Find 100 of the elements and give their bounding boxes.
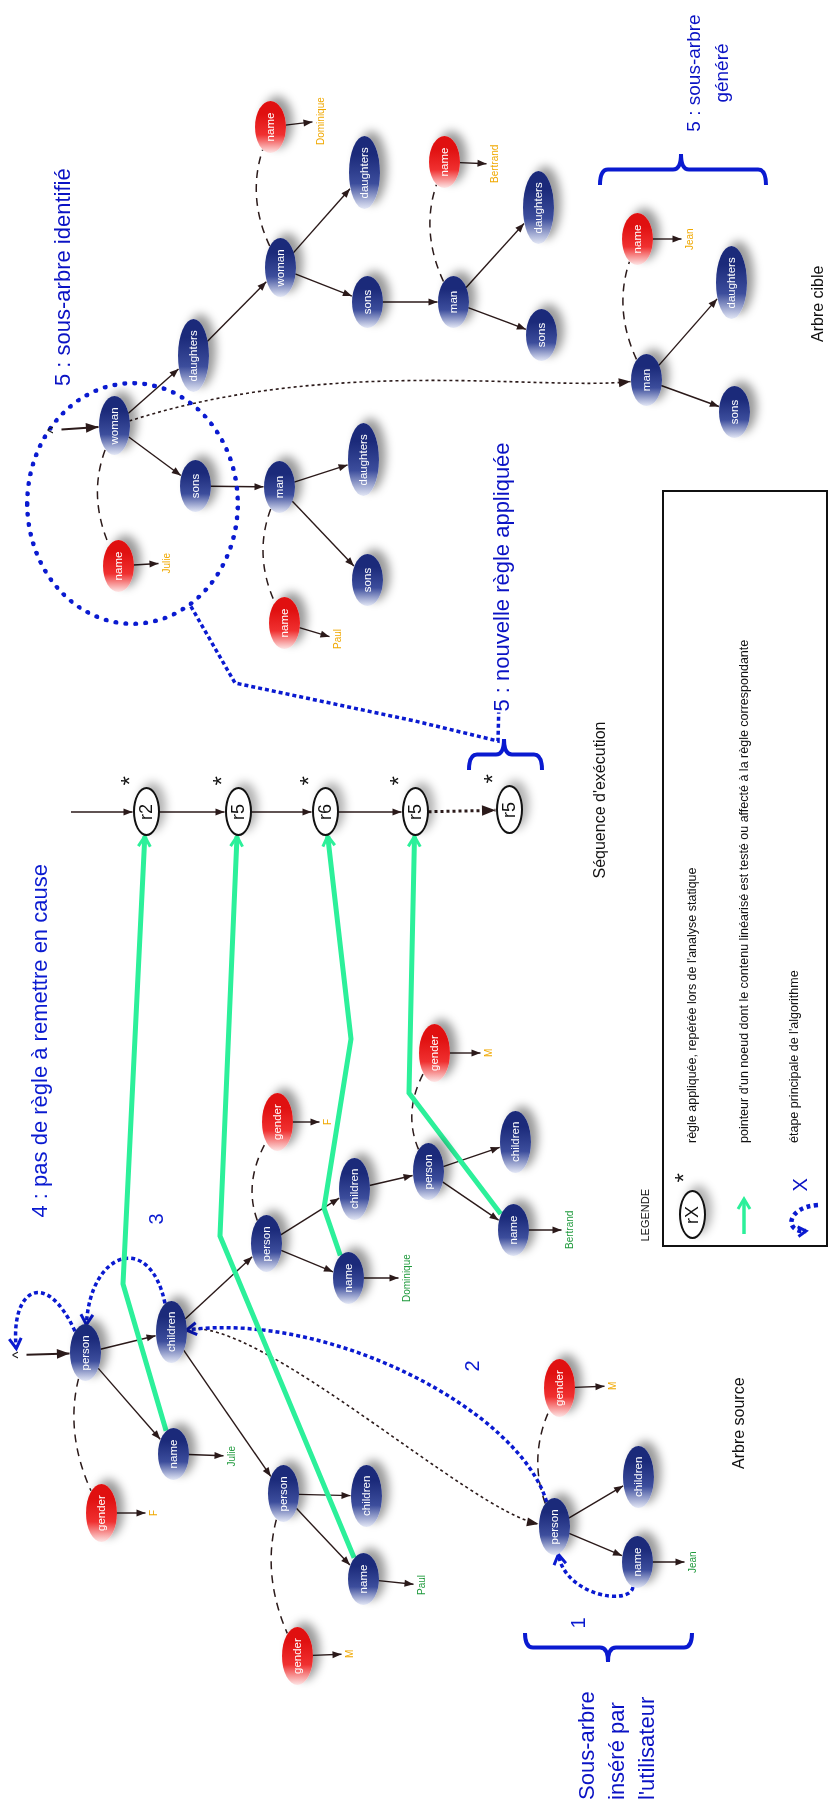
arrow (60, 422, 100, 433)
value-text: F (146, 1507, 160, 1518)
element-node: name (332, 1252, 364, 1304)
value-text: F (320, 1116, 334, 1127)
pointer-arrow (406, 835, 503, 1216)
element-node: daughters (348, 136, 380, 210)
element-node: man (437, 276, 469, 328)
arrow (280, 1249, 334, 1273)
attribute-node: gender (281, 1627, 313, 1685)
dashed-link (73, 1378, 92, 1492)
arrow (25, 1348, 71, 1359)
value-text: Dominique (399, 1252, 413, 1304)
arrow (99, 1334, 157, 1350)
element-node: daughters (177, 319, 209, 393)
arrow (284, 119, 314, 127)
value-text: M (605, 1379, 619, 1392)
element-node: daughters (715, 246, 747, 320)
attribute-node: name (428, 136, 460, 188)
root-marker: ^ (43, 424, 61, 436)
arrow (182, 1349, 272, 1478)
element-node: name (497, 1204, 529, 1256)
element-node: man (630, 354, 662, 406)
arrow (291, 1118, 321, 1126)
value-text: Bertrand (562, 1208, 576, 1251)
arrow (209, 483, 265, 491)
element-node: person (250, 1215, 282, 1273)
arrow (465, 222, 525, 289)
arrow (660, 384, 720, 408)
arrow (292, 188, 351, 254)
dashed-link (255, 149, 271, 247)
arrow (428, 805, 496, 816)
arrow (97, 1367, 161, 1440)
asterisk: * (298, 776, 318, 786)
arrow (658, 298, 718, 367)
pointer-arrow (321, 834, 354, 1257)
element-node: person (267, 1465, 299, 1523)
element-node: woman (98, 396, 130, 456)
step-arrow (553, 1552, 635, 1598)
element-node: woman (264, 238, 296, 298)
legend-step-mark: X (788, 1178, 812, 1192)
asterisk: * (388, 776, 408, 786)
asterisk: * (119, 776, 139, 786)
value-text: M (342, 1647, 356, 1660)
arrow (250, 808, 313, 816)
dashed-link (411, 1073, 424, 1151)
pointer-arrow (217, 834, 357, 1559)
element-node: sons (351, 554, 383, 606)
pointer-arrow (120, 834, 169, 1432)
arrow (568, 1485, 624, 1519)
arrow (298, 626, 331, 638)
arrow (377, 1579, 415, 1587)
value-text: Paul (330, 627, 344, 651)
caption: Arbre cible (809, 265, 827, 342)
element-node: children (499, 1110, 531, 1173)
element-node: daughters (347, 423, 379, 497)
element-node: name (621, 1536, 653, 1588)
arrow (128, 377, 632, 422)
element-node: name (157, 1428, 189, 1480)
legend-text: pointeur d'un noeud dont le contenu linéarisé est testé ou affecté à la règle correspondante (737, 639, 751, 1143)
caption: Séquence d'exécution (591, 721, 609, 879)
attribute-node: name (254, 101, 286, 153)
value-text: M (481, 1046, 495, 1059)
arrow (362, 1274, 400, 1282)
step-heading: 5 : nouvelle règle appliquée (489, 442, 515, 712)
element-node: man (263, 461, 295, 513)
dashed-link (429, 183, 445, 283)
legend-text: règle appliquée, repérée lors de l'analyse statique (685, 867, 699, 1143)
arrow (187, 1451, 225, 1459)
attribute-node: name (621, 213, 653, 265)
arrow (368, 1174, 414, 1187)
element-node: person (538, 1498, 570, 1556)
arrow (293, 464, 349, 483)
step-arrow (80, 1256, 167, 1327)
asterisk: * (482, 774, 502, 784)
arrow (311, 1651, 343, 1659)
arrow (568, 1532, 623, 1557)
arrow (291, 500, 355, 567)
caption: Arbre source (730, 1377, 748, 1469)
value-text: Dominique (313, 95, 327, 147)
value-text: Jean (682, 226, 696, 252)
dashed-link (622, 260, 638, 361)
legend-text: étape principale de l'algorithme (787, 970, 801, 1143)
arrow (70, 808, 134, 816)
element-node: sons (351, 276, 383, 328)
attribute-node: gender (418, 1024, 450, 1082)
attribute-node: name (268, 597, 300, 649)
element-node: sons (525, 309, 557, 361)
arrow (294, 273, 353, 297)
rule-sample: rX (678, 1190, 706, 1240)
step-arrow (8, 1290, 77, 1350)
heading: 5 : sous-arbre identifié (50, 168, 76, 386)
step-arrow (185, 1321, 549, 1503)
asterisk: * (673, 1173, 693, 1183)
value-text: Jean (685, 1549, 699, 1575)
root-marker: ^ (8, 1349, 26, 1361)
value-text: Paul (414, 1573, 428, 1597)
arrow (651, 1558, 686, 1566)
arrow (467, 307, 527, 330)
value-text: Julie (159, 550, 173, 576)
element-node: person (412, 1143, 444, 1201)
